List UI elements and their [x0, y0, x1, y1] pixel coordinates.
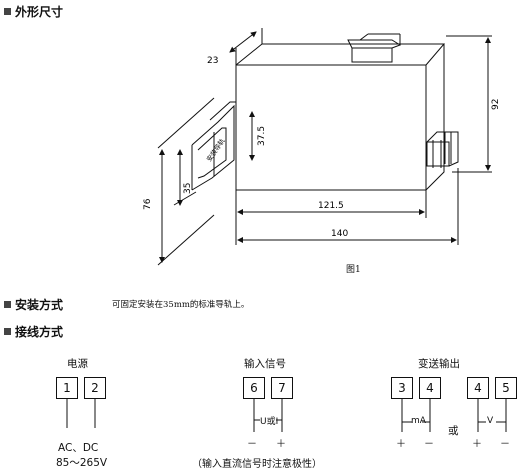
output-ma-label: mA — [411, 416, 426, 426]
dim-35: 35 — [183, 183, 193, 194]
terminal-1: 1 — [56, 377, 78, 399]
bullet-square-icon — [4, 8, 11, 15]
output-title: 变送输出 — [418, 358, 460, 370]
power-title: 电源 — [67, 358, 88, 370]
din-rail — [191, 104, 235, 191]
dim-121-5: 121.5 — [318, 201, 344, 211]
body-top-face — [235, 43, 446, 66]
output-v-plus-sign: ＋ — [472, 439, 482, 450]
input-title: 输入信号 — [244, 358, 286, 370]
dim-76: 76 — [143, 198, 153, 210]
output-or-label: 或 — [448, 425, 459, 437]
body-right-face — [425, 44, 445, 191]
terminal-2: 2 — [84, 377, 106, 399]
section-outline-heading: 外形尺寸 — [4, 3, 63, 20]
section-wiring-title: 接线方式 — [15, 325, 64, 339]
output-ma-minus-sign: － — [424, 439, 434, 450]
section-install-title: 安装方式 — [15, 298, 64, 312]
terminal-4-v: 4 — [467, 377, 489, 399]
section-wiring-heading: 接线方式 — [4, 323, 63, 340]
power-spec-line2: 85～265V — [56, 457, 108, 469]
output-v-label: V — [487, 416, 494, 426]
power-spec-line1: AC、DC — [58, 442, 99, 454]
terminal-7: 7 — [271, 377, 293, 399]
dim-140: 140 — [331, 229, 348, 239]
input-minus-sign: － — [247, 439, 257, 450]
terminal-6: 6 — [243, 377, 265, 399]
output-v-minus-sign: － — [500, 439, 510, 450]
output-ma-plus-sign: ＋ — [396, 439, 406, 450]
dim-23: 23 — [207, 56, 218, 66]
dim-37-5: 37.5 — [257, 126, 267, 146]
terminal-4-ma: 4 — [419, 377, 441, 399]
install-note: 可固定安装在35mm的标准导轨上。 — [112, 300, 250, 310]
input-signal-label: U或I — [260, 417, 279, 427]
section-install-heading: 安装方式 — [4, 296, 63, 313]
body-front-face — [235, 64, 427, 191]
top-connector — [351, 47, 393, 63]
section-outline-title: 外形尺寸 — [15, 5, 64, 19]
figure-caption: 图1 — [346, 265, 361, 275]
side-connector — [426, 141, 450, 167]
outline-drawing: 23 92 37.5 76 35 121.5 140 安装导轨 — [143, 28, 501, 266]
input-polarity-note: （输入直流信号时注意极性） — [192, 459, 322, 470]
bullet-square-icon — [4, 301, 11, 308]
terminal-3: 3 — [391, 377, 413, 399]
terminal-5: 5 — [495, 377, 517, 399]
dim-92: 92 — [491, 99, 501, 110]
bullet-square-icon — [4, 328, 11, 335]
input-plus-sign: ＋ — [276, 439, 286, 450]
